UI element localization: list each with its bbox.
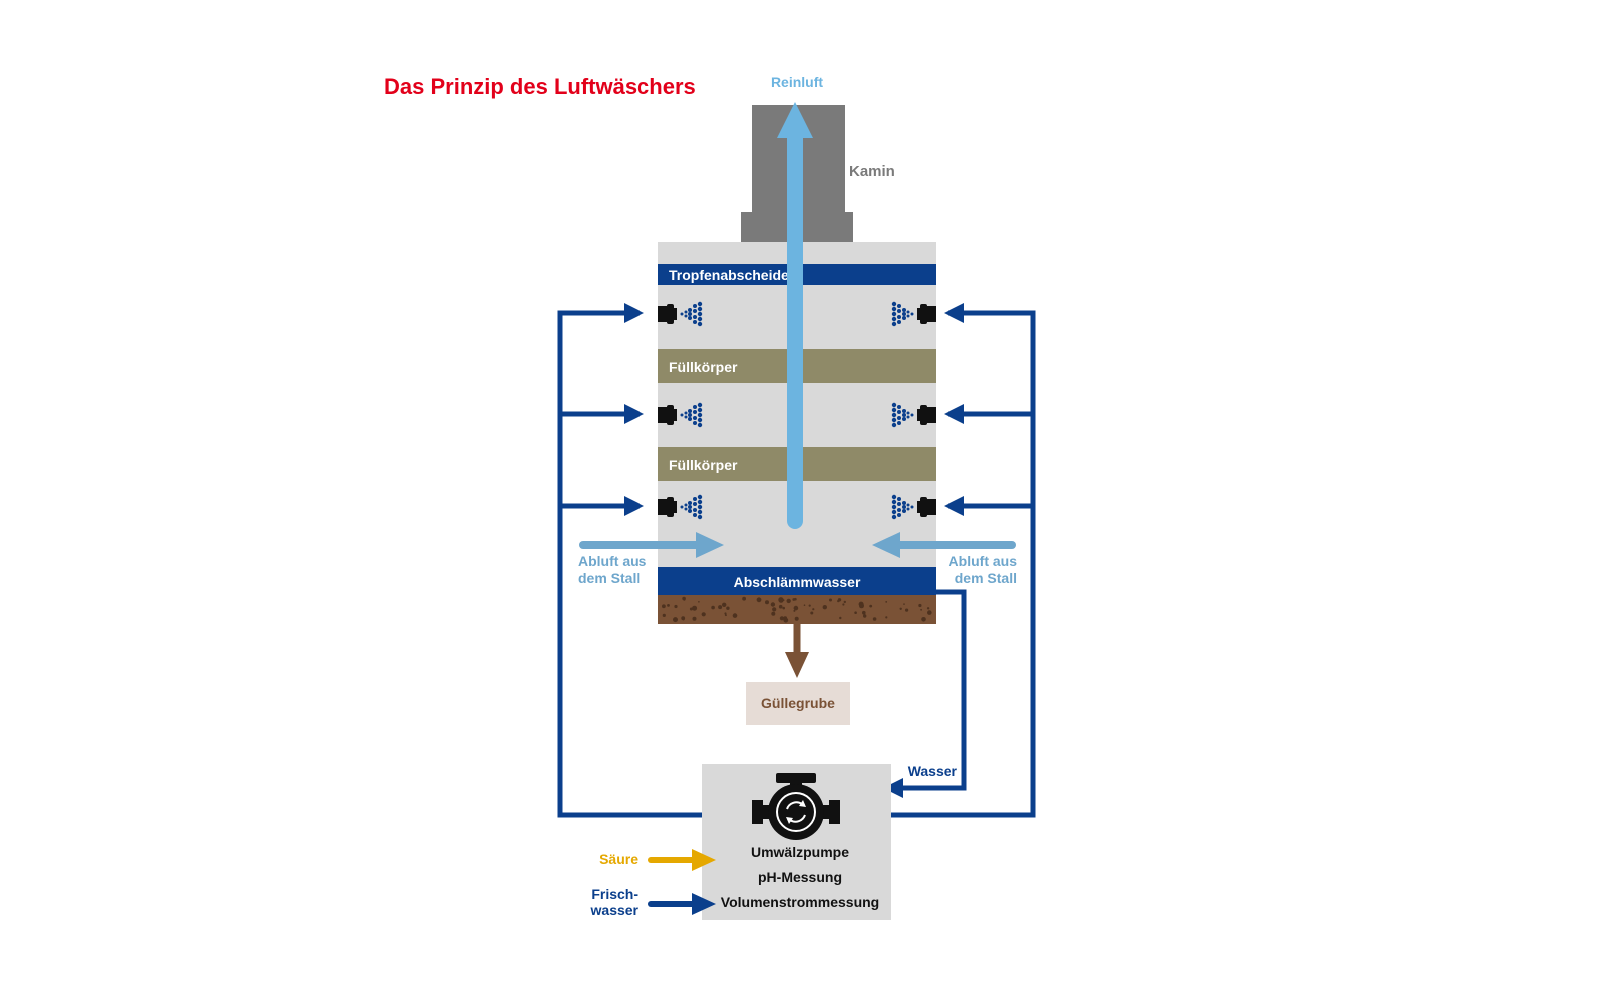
frischwasser-line2: wasser <box>590 902 639 918</box>
sludge-drain-arrowhead <box>785 652 809 678</box>
fuellkoerper-label-lower: Füllkörper <box>669 457 738 473</box>
sludge-particles <box>662 596 932 623</box>
guellegrube-label: Güllegrube <box>761 695 835 711</box>
pipe-return-water <box>883 589 967 798</box>
frischwasser-line1: Frisch- <box>591 886 638 902</box>
recirculation-pipes <box>557 303 1036 818</box>
saeure-label: Säure <box>599 851 638 867</box>
pump-icon <box>752 773 840 840</box>
exhaust-air-arrowhead-right <box>872 532 900 558</box>
abluft-right-line1: Abluft aus <box>949 553 1018 569</box>
clean-air-arrowhead <box>777 102 813 138</box>
pipe-left-top <box>557 303 743 818</box>
pump-line1: Umwälzpumpe <box>751 844 849 860</box>
wasser-label: Wasser <box>908 763 958 779</box>
diagram-title: Das Prinzip des Luftwäschers <box>384 74 696 99</box>
pump-line3: Volumenstrommessung <box>721 894 879 910</box>
pipe-right-top <box>850 303 1036 818</box>
acid-inlet-arrowhead <box>692 849 716 871</box>
manure-pit <box>746 682 850 725</box>
abluft-left-line2: dem Stall <box>578 570 640 586</box>
exhaust-air-arrowhead-left <box>696 532 724 558</box>
abluft-right-line2: dem Stall <box>955 570 1017 586</box>
abluft-left-line1: Abluft aus <box>578 553 647 569</box>
fuellkoerper-label-upper: Füllkörper <box>669 359 738 375</box>
kamin-label: Kamin <box>849 163 895 180</box>
fresh-water-inlet-arrowhead <box>692 893 716 915</box>
abschlaemmwasser-label: Abschlämmwasser <box>734 574 861 590</box>
reinluft-label: Reinluft <box>771 74 823 90</box>
pump-line2: pH-Messung <box>758 869 842 885</box>
sludge-water-band <box>658 567 936 595</box>
tropfenabscheider-label: Tropfenabscheider <box>669 267 795 283</box>
